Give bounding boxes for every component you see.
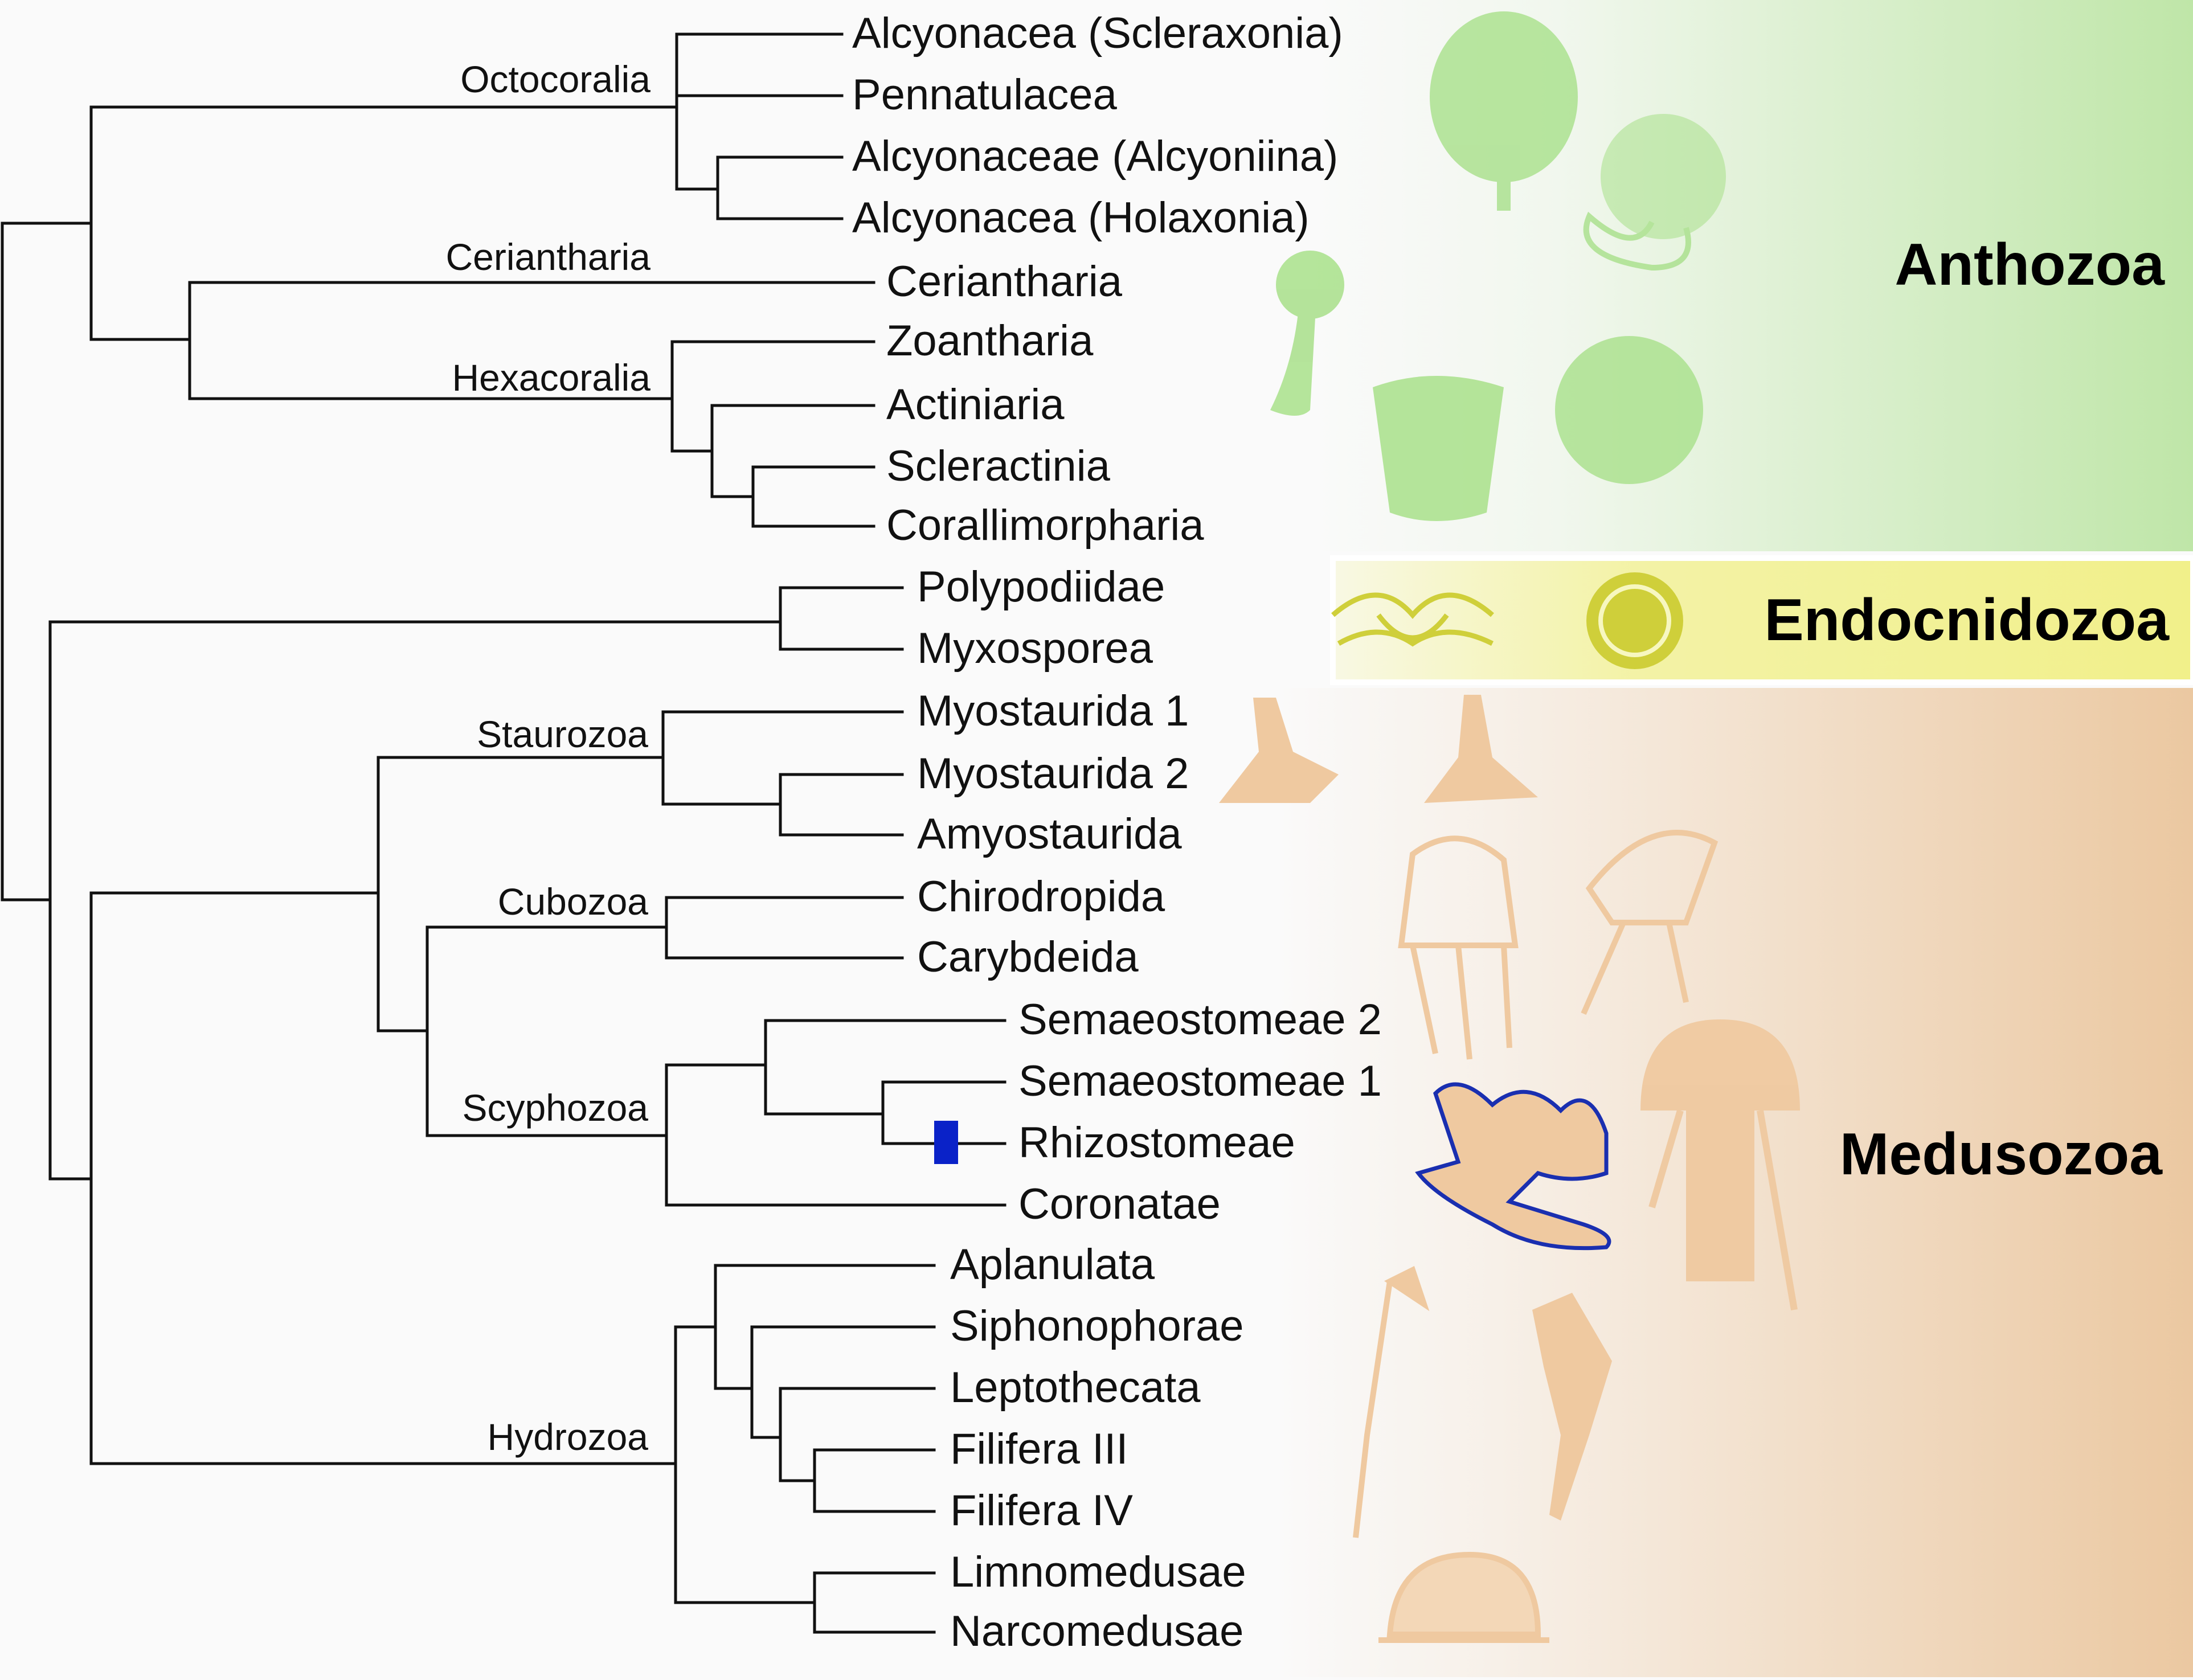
brain-coral-icon [1555,336,1703,484]
taxon-label: Leptothecata [950,1363,1201,1412]
taxon-label: Aplanulata [950,1240,1155,1289]
jellyfish-icon [1640,1019,1800,1311]
endocnidozoa-band [1333,558,2193,682]
endocnidozoa-border [1330,555,2193,685]
taxon-label: Ceriantharia [886,257,1123,306]
taxon-label: Rhizostomeae [1018,1118,1295,1167]
taxon-label: Semaeostomeae 2 [1018,995,1382,1044]
soft-coral-icon [1583,114,1726,271]
stalked-jellyfish-icon [1219,695,1538,803]
polypodium-icon [1331,592,1494,647]
myxospore-icon [1586,572,1683,669]
taxon-label: Pennatulacea [852,71,1118,119]
siphonophore-icon [1532,1293,1612,1521]
taxon-label: Filifera IV [950,1486,1133,1535]
box-jellyfish-icon [1398,830,1719,1060]
taxon-label: Corallimorpharia [886,501,1204,550]
taxon-label: Actiniaria [886,380,1065,429]
taxon-label: Myostaurida 1 [917,687,1189,735]
group-label-medusozoa: Medusozoa [1840,1121,2163,1187]
group-label-anthozoa: Anthozoa [1895,232,2165,298]
taxon-label: Coronatae [1018,1180,1221,1228]
clade-label-hydrozoa: Hydrozoa [488,1416,649,1458]
taxon-label: Zoantharia [886,317,1094,365]
rhizostomeae-marker [934,1121,958,1164]
taxon-label: Carybdeida [917,933,1139,981]
taxon-label: Alcyonacea (Holaxonia) [852,194,1310,242]
clade-label-ceriantharia: Ceriantharia [445,236,650,278]
taxon-label: Filifera III [950,1425,1128,1473]
taxon-label: Scleractinia [886,442,1111,490]
taxon-label: Chirodropida [917,872,1165,921]
taxon-label: Alcyonacea (Scleraxonia) [852,9,1343,58]
sea-pen-icon [1430,11,1578,211]
taxon-label: Myxosporea [917,624,1153,673]
taxon-label: Myostaurida 2 [917,749,1189,798]
taxon-label: Alcyonaceae (Alcyoniina) [852,132,1338,181]
clade-label-staurozoa: Staurozoa [477,713,648,755]
hydroid-icon [1353,1265,1430,1538]
taxon-label: Narcomedusae [950,1607,1243,1656]
clade-label-hexacoralia: Hexacoralia [452,357,651,399]
taxon-label: Limnomedusae [950,1548,1246,1596]
rhizostome-jellyfish-icon [1415,1082,1611,1251]
taxon-label: Semaeostomeae 1 [1018,1057,1382,1105]
anemone-icon [1373,376,1504,521]
group-label-endocnidozoa: Endocnidozoa [1764,587,2170,653]
clade-label-cubozoa: Cubozoa [498,880,648,923]
clade-label-octocoralia: Octocoralia [460,58,650,100]
taxon-label: Polypodiidae [917,563,1165,611]
medusa-icon [1378,1551,1549,1643]
tube-anemone-icon [1270,251,1344,416]
clade-label-scyphozoa: Scyphozoa [462,1087,648,1129]
taxon-label: Siphonophorae [950,1302,1244,1350]
tree-branches [1,32,1007,1634]
taxon-label: Amyostaurida [917,810,1182,858]
